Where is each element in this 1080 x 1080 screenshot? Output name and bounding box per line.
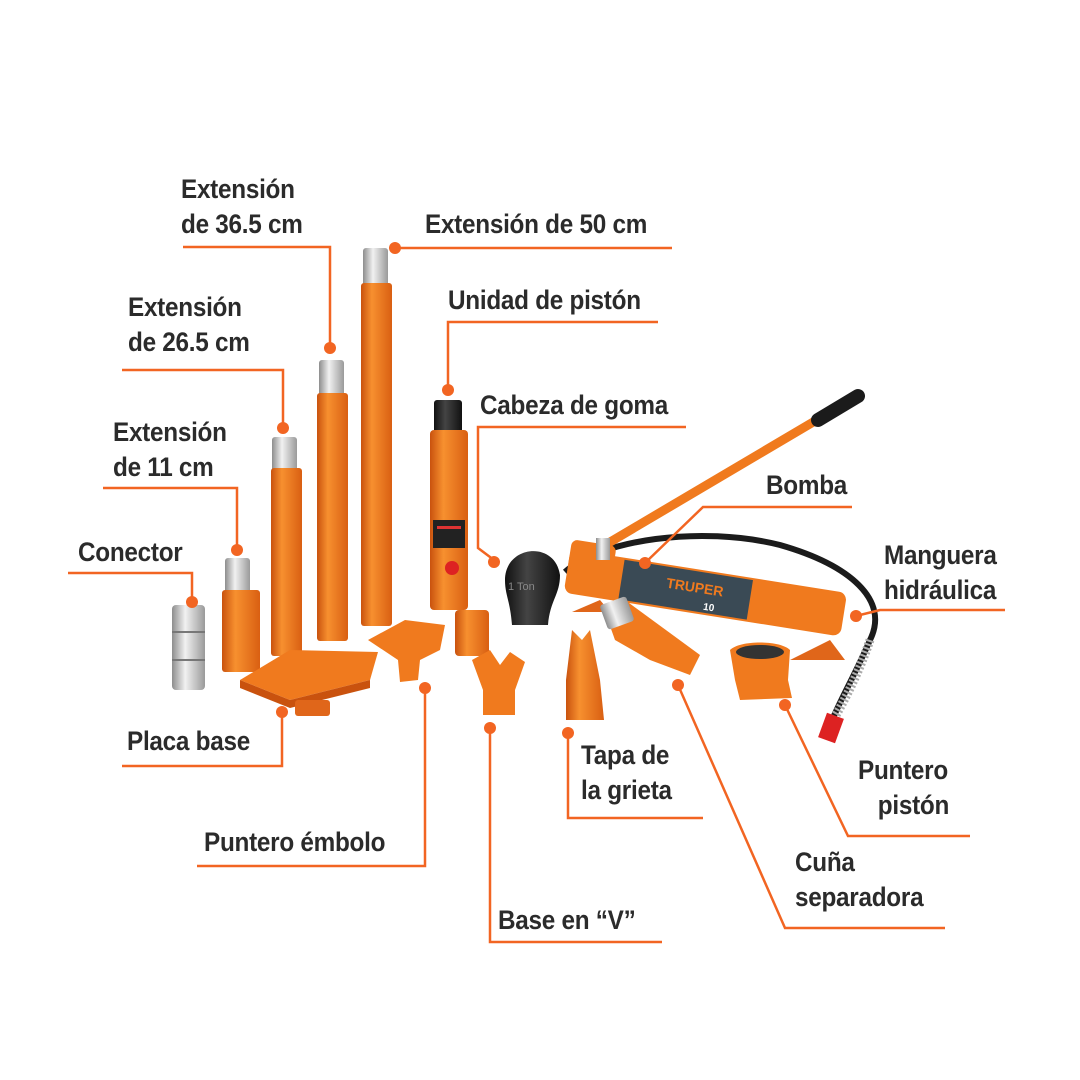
pump-foot-left — [572, 600, 610, 612]
label-extension-50cm: Extensión de 50 cm — [425, 209, 648, 239]
extension-11cm — [222, 590, 260, 672]
label-hydraulic-hose: Manguera hidráulica — [884, 538, 997, 608]
label-extension-26-5cm: Extensión de 26.5 cm — [128, 290, 250, 360]
label-wedge-spreader: Cuña separadora — [795, 845, 924, 915]
crack-cap — [566, 630, 604, 720]
rubber-head — [505, 551, 560, 625]
label-line: separadora — [795, 882, 924, 912]
rubber-head-marking: 1 Ton — [508, 581, 535, 593]
connector — [172, 605, 205, 690]
label-connector: Conector — [78, 537, 183, 567]
hose-coupler — [818, 712, 844, 744]
v-base — [472, 650, 525, 715]
label-piston-point: Puntero pistón — [858, 753, 949, 823]
cup-adapter — [455, 610, 489, 656]
leader-dots — [186, 242, 862, 739]
pump-capacity: 10 — [702, 602, 715, 615]
label-piston-unit: Unidad de pistón — [448, 285, 641, 315]
label-crack-cap: Tapa de la grieta — [581, 738, 672, 808]
base-plate — [240, 650, 378, 700]
label-base-plate: Placa base — [127, 726, 250, 756]
extension-36-5cm-tip — [319, 360, 344, 396]
extension-11cm-tip — [225, 558, 250, 593]
label-v-base: Base en “V” — [498, 905, 636, 935]
label-line: Extensión — [128, 292, 242, 322]
label-extension-36-5cm: Extensión de 36.5 cm — [181, 172, 303, 242]
extension-50cm — [361, 283, 392, 626]
extension-36-5cm — [317, 393, 348, 641]
leader-lines — [68, 245, 1005, 944]
label-line: Puntero — [858, 755, 948, 785]
pump-handle — [595, 413, 825, 553]
label-plunger-point: Puntero émbolo — [204, 827, 386, 857]
hose-spring — [828, 638, 875, 725]
label-pump: Bomba — [766, 470, 848, 500]
hydraulic-hose — [562, 532, 878, 727]
label-rubber-head: Cabeza de goma — [480, 390, 668, 420]
label-line: Manguera — [884, 540, 997, 570]
extension-50cm-tip — [363, 248, 388, 286]
label-line: de 11 cm — [113, 452, 214, 482]
label-line: Extensión — [113, 417, 227, 447]
extension-26-5cm-tip — [272, 437, 297, 472]
label-extension-11cm: Extensión de 11 cm — [113, 415, 227, 485]
label-line: de 26.5 cm — [128, 327, 250, 357]
label-line: hidráulica — [884, 575, 997, 605]
label-line: Tapa de — [581, 740, 670, 770]
label-line: la grieta — [581, 775, 672, 805]
pump-foot-right — [790, 640, 845, 660]
label-line: Cuña — [795, 847, 855, 877]
plunger-point — [368, 620, 445, 682]
label-line: de 36.5 cm — [181, 209, 303, 239]
extension-26-5cm — [271, 468, 302, 656]
label-line: Extensión — [181, 174, 295, 204]
pump-grip — [811, 389, 865, 427]
label-line: pistón — [877, 790, 950, 820]
piston-top — [434, 400, 462, 434]
